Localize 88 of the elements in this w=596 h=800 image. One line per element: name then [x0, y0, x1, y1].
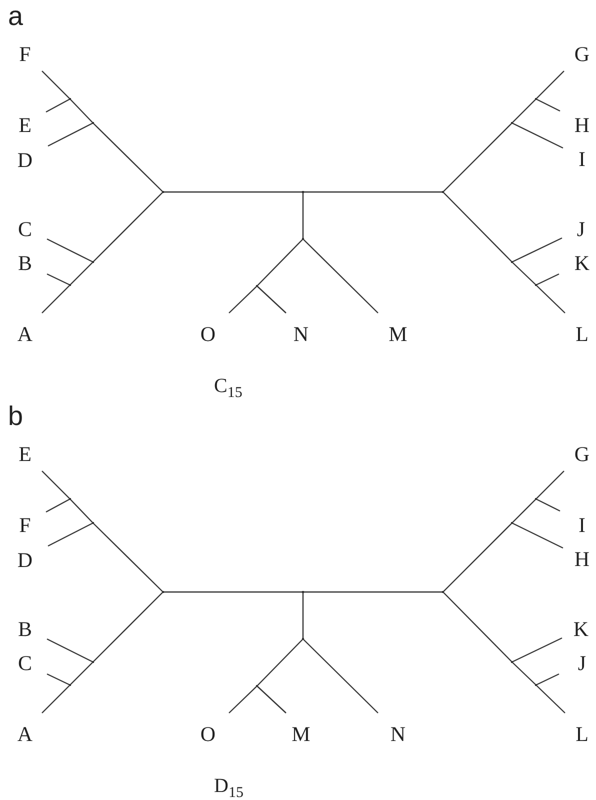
branch-line	[92, 522, 164, 592]
branch-line	[302, 592, 304, 639]
branch-line	[512, 498, 536, 524]
panel-letter: a	[8, 2, 24, 30]
branch-line	[536, 673, 560, 686]
leaf-label: D	[14, 548, 36, 572]
branch-line	[536, 273, 560, 286]
branch-line	[92, 192, 164, 262]
caption: C$_{15}$	[214, 374, 242, 403]
branch-line	[228, 286, 258, 314]
branch-line	[46, 638, 94, 663]
branch-line	[512, 237, 562, 263]
branch-line	[46, 498, 70, 513]
branch-line	[92, 592, 164, 662]
leaf-label: B	[14, 617, 36, 641]
leaf-label: J	[570, 217, 592, 241]
branch-line	[303, 591, 443, 593]
branch-line	[228, 686, 258, 714]
branch-line	[46, 238, 94, 263]
branch-line	[302, 192, 304, 239]
leaf-label: I	[571, 513, 593, 537]
leaf-label: G	[571, 42, 593, 66]
branch-line	[536, 98, 560, 112]
leaf-label: N	[290, 322, 312, 346]
branch-line	[303, 191, 443, 193]
branch-line	[512, 522, 564, 549]
branch-line	[536, 684, 566, 714]
leaf-label: M	[387, 322, 409, 346]
branch-line	[46, 273, 70, 286]
leaf-label: K	[571, 251, 593, 275]
branch-line	[70, 662, 94, 686]
branch-line	[302, 238, 378, 314]
branch-line	[512, 122, 564, 149]
branch-line	[512, 98, 536, 124]
leaf-label: F	[14, 513, 36, 537]
branch-line	[256, 286, 286, 314]
branch-line	[256, 686, 286, 714]
branch-line	[163, 191, 303, 193]
leaf-label: C	[14, 217, 36, 241]
leaf-label: C	[14, 651, 36, 675]
leaf-label: I	[571, 147, 593, 171]
leaf-label: J	[571, 651, 593, 675]
branch-line	[46, 98, 70, 113]
branch-line	[442, 522, 512, 592]
leaf-label: M	[290, 722, 312, 746]
leaf-label: A	[14, 322, 36, 346]
leaf-label: D	[14, 148, 36, 172]
branch-line	[42, 284, 70, 314]
panel-letter: b	[8, 402, 24, 430]
leaf-label: A	[14, 722, 36, 746]
branch-line	[163, 591, 303, 593]
leaf-label: N	[387, 722, 409, 746]
branch-line	[48, 522, 94, 547]
leaf-label: K	[570, 617, 592, 641]
branch-line	[48, 122, 94, 147]
leaf-label: O	[197, 722, 219, 746]
branch-line	[42, 70, 70, 100]
leaf-label: B	[14, 251, 36, 275]
branch-line	[70, 498, 94, 524]
branch-line	[70, 262, 94, 286]
branch-line	[256, 238, 304, 286]
leaf-label: F	[14, 42, 36, 66]
leaf-label: G	[571, 442, 593, 466]
leaf-label: L	[571, 722, 593, 746]
branch-line	[46, 673, 70, 686]
branch-line	[42, 684, 70, 714]
branch-line	[442, 592, 512, 662]
leaf-label: H	[571, 113, 593, 137]
caption: D$_{15}$	[214, 774, 244, 800]
branch-line	[512, 637, 562, 663]
branch-line	[42, 470, 70, 500]
branch-line	[536, 70, 564, 100]
branch-line	[302, 638, 378, 714]
leaf-label: L	[571, 322, 593, 346]
branch-line	[442, 122, 512, 192]
leaf-label: O	[197, 322, 219, 346]
leaf-label: E	[14, 442, 36, 466]
branch-line	[70, 98, 94, 124]
branch-line	[512, 662, 536, 686]
branch-line	[536, 470, 564, 500]
leaf-label: E	[14, 113, 36, 137]
branch-line	[92, 122, 164, 192]
branch-line	[512, 262, 536, 286]
leaf-label: H	[571, 547, 593, 571]
branch-line	[442, 192, 512, 262]
branch-line	[536, 498, 560, 512]
branch-line	[536, 284, 566, 314]
branch-line	[256, 638, 304, 686]
